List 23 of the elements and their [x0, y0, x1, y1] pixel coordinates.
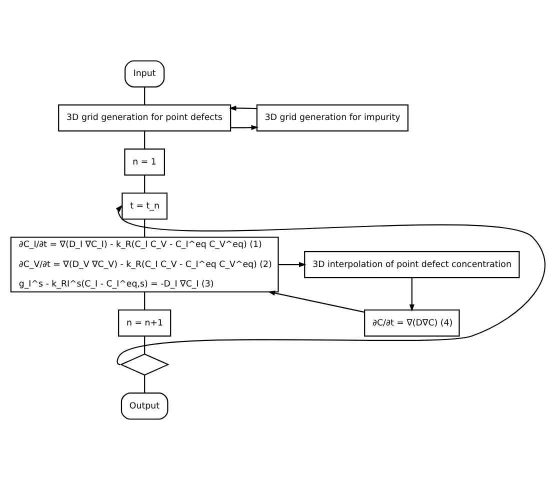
node-box: Input	[124, 60, 165, 88]
node-box: 3D grid generation for impurity	[256, 104, 408, 132]
node-box: 3D grid generation for point defects	[58, 104, 232, 132]
arrow	[278, 262, 306, 268]
connector	[144, 292, 146, 310]
connector	[144, 131, 146, 149]
arrow	[409, 278, 414, 312]
node-box: ∂C/∂t = ∇(D∇C) (4)	[364, 309, 460, 337]
node-box: 3D interpolation of point defect concentration	[304, 251, 520, 278]
connector	[144, 86, 146, 105]
arrow	[268, 290, 365, 313]
node-box: t = t_n	[122, 192, 168, 220]
node-box: n = n+1	[118, 309, 172, 337]
connector	[144, 375, 146, 393]
node-box: ∂C_I/∂t = ∇(D_I ∇C_I) - k_R(C_I C_V - C_I^eq C_V^eq) (1) ∂C_V/∂t = ∇(D_V ∇C_V) - k_R(C_I C_V - C_I^eq C_V^eq) (2) g_I^s - k_RI^s(C_I - C_I^eq,s) = -D_I ∇C_I (3)	[10, 236, 279, 292]
connector	[144, 219, 146, 238]
node-box: n = 1	[124, 148, 165, 176]
arrow	[228, 106, 257, 111]
node-box: Output	[120, 392, 168, 420]
node-diamond	[120, 354, 170, 376]
arrow	[230, 125, 259, 130]
connector	[144, 175, 146, 193]
connector	[144, 336, 146, 354]
